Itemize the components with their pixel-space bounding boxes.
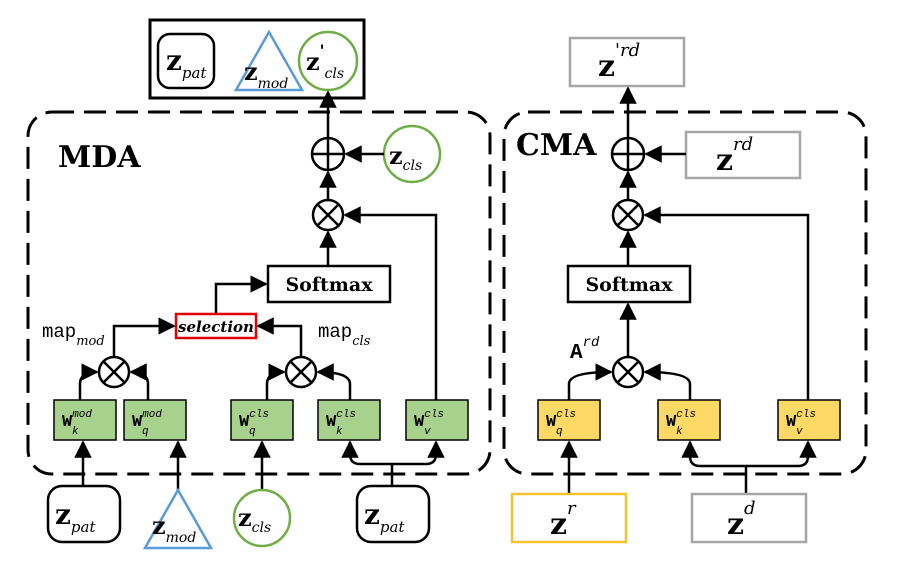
cls-mul-op-x2 [289,360,313,384]
cma-attn-mul-op-x2 [616,360,640,384]
mod-mul-op-x2 [102,360,126,384]
mda-softmax-box [266,264,392,304]
mda-mul-op-x2 [316,203,340,227]
mda-selection-to-softmax [214,275,268,314]
z-pat2-input-label: zpat [364,498,405,536]
z-mod-output-label: zmod [244,57,288,92]
map-mod-label: mapmod [42,321,105,349]
cma-wk-to-mul [643,363,692,400]
z-r-input-box [510,492,628,544]
cma-title: CMA [516,128,597,163]
mda-title: MDA [58,140,141,175]
cma-value-path [643,206,810,400]
z-pat2-input-token [355,484,431,544]
z-cls-prime-output-token [297,30,359,92]
cls-mul-to-selection [256,317,303,358]
wq-mod-to-mul [129,363,150,400]
z-pat-input-token [46,484,122,544]
z-cls-residual-label: zcls [389,141,422,174]
cma-mul-op-x2 [616,203,640,227]
z-cls-input-label: zcls [238,503,271,536]
cma-softmax-box [566,264,692,304]
z-cls-prime-output-label: z'cls [306,41,344,82]
cma-wq-to-mul [567,363,613,400]
z-d-input-label: zd [727,498,756,542]
z-cls-input-token [232,488,292,548]
wk-mod-to-mul [78,363,99,400]
map-cls-label: mapcls [318,321,371,349]
mda-softmax-label: Softmax [285,274,373,296]
wk-cls-to-mul [316,363,352,400]
wq-cls-to-mul [265,363,286,400]
mda-output-box [148,18,366,100]
z-rd-prime-output-box [568,36,686,88]
z-pat2-to-wk-arrow [341,440,392,466]
mod-mul-to-selection [112,317,176,358]
z-mod-output-token [233,29,305,92]
selection-box [174,312,258,340]
z-r-input-label: zr [550,498,577,542]
mda-panel [26,110,492,476]
z-d-to-wv-arrow [746,440,817,468]
z-d-input-box [690,492,808,544]
z-pat-output-token [156,32,216,90]
z-d-to-wk-arrow [681,440,746,468]
z-rd-prime-output-label: z'rd [598,40,640,84]
z-pat2-to-wv-arrow [392,440,445,466]
z-pat-output-label: zpat [166,44,207,82]
z-mod-input-token [142,487,214,550]
attn-rd-label: Ard [570,335,600,365]
z-mod-input-label: zmod [152,511,196,546]
z-rd-residual-label: zrd [716,134,753,178]
z-pat-input-label: zpat [55,498,96,536]
selection-label: selection [178,318,254,336]
cma-softmax-label: Softmax [585,274,673,296]
mda-value-path [343,206,438,400]
